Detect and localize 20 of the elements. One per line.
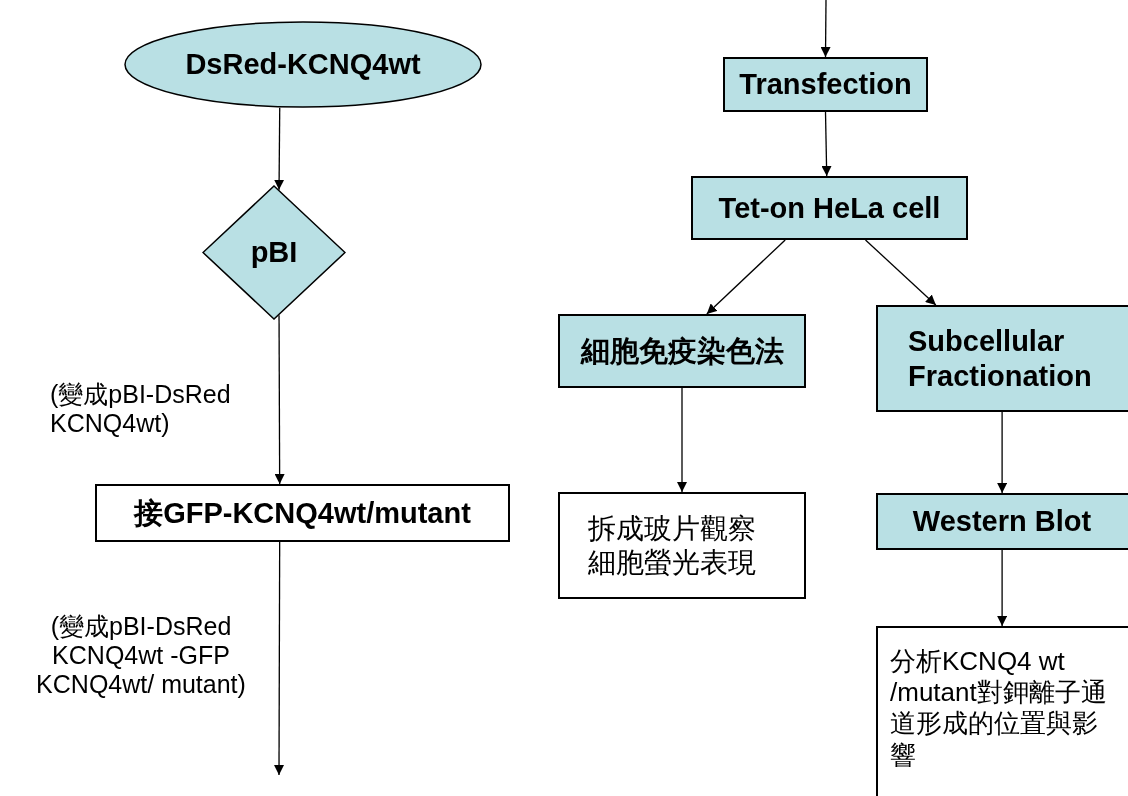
result-box: 接GFP-KCNQ4wt/mutant bbox=[95, 484, 510, 542]
arrow bbox=[864, 239, 937, 306]
process-box: Western Blot bbox=[876, 493, 1128, 550]
process-box: Transfection bbox=[723, 57, 928, 112]
arrow bbox=[677, 387, 687, 493]
arrow bbox=[706, 239, 786, 315]
decision-diamond: pBI bbox=[202, 185, 346, 320]
process-box: 細胞免疫染色法 bbox=[558, 314, 806, 388]
result-box: 分析KCNQ4 wt /mutant對鉀離子通道形成的位置與影響 bbox=[876, 626, 1128, 796]
arrow bbox=[274, 314, 285, 485]
result-box: 拆成玻片觀察細胞螢光表現 bbox=[558, 492, 806, 599]
arrow bbox=[820, 0, 831, 58]
arrow bbox=[274, 541, 285, 776]
start-ellipse: DsRed-KCNQ4wt bbox=[124, 21, 482, 108]
arrow bbox=[997, 549, 1008, 627]
arrow bbox=[997, 411, 1008, 494]
process-box: Subcellular Fractionation bbox=[876, 305, 1128, 412]
arrow bbox=[274, 106, 285, 191]
arrow bbox=[821, 111, 832, 177]
process-box: Tet-on HeLa cell bbox=[691, 176, 968, 240]
